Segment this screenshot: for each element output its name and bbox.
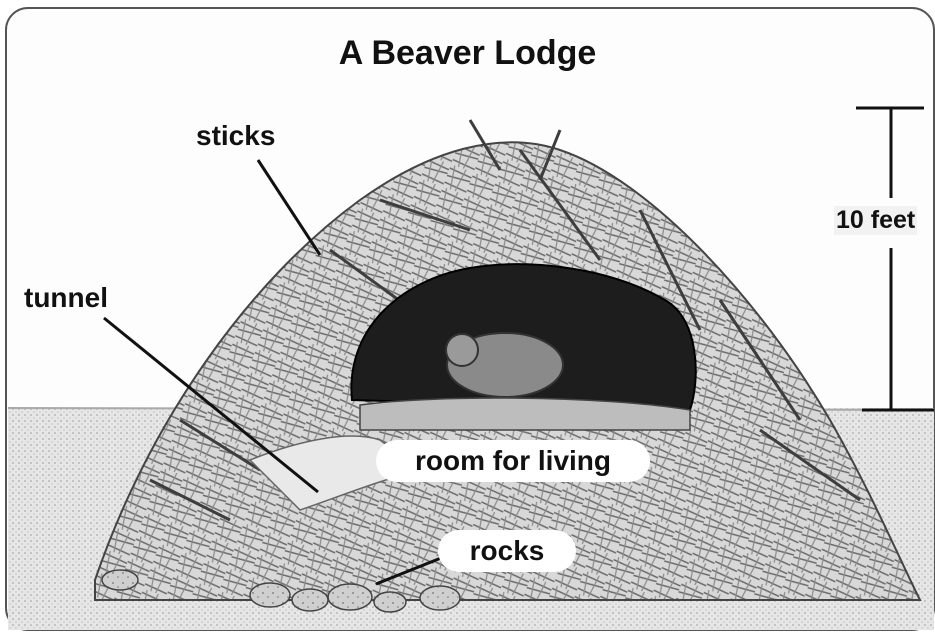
label-rocks: rocks [438,530,576,572]
beaver-head [446,334,478,366]
label-tunnel: tunnel [24,284,108,312]
label-sticks: sticks [196,122,275,150]
label-room-for-living: room for living [376,440,650,482]
diagram-title: A Beaver Lodge [0,36,935,70]
label-height: 10 feet [834,206,917,235]
